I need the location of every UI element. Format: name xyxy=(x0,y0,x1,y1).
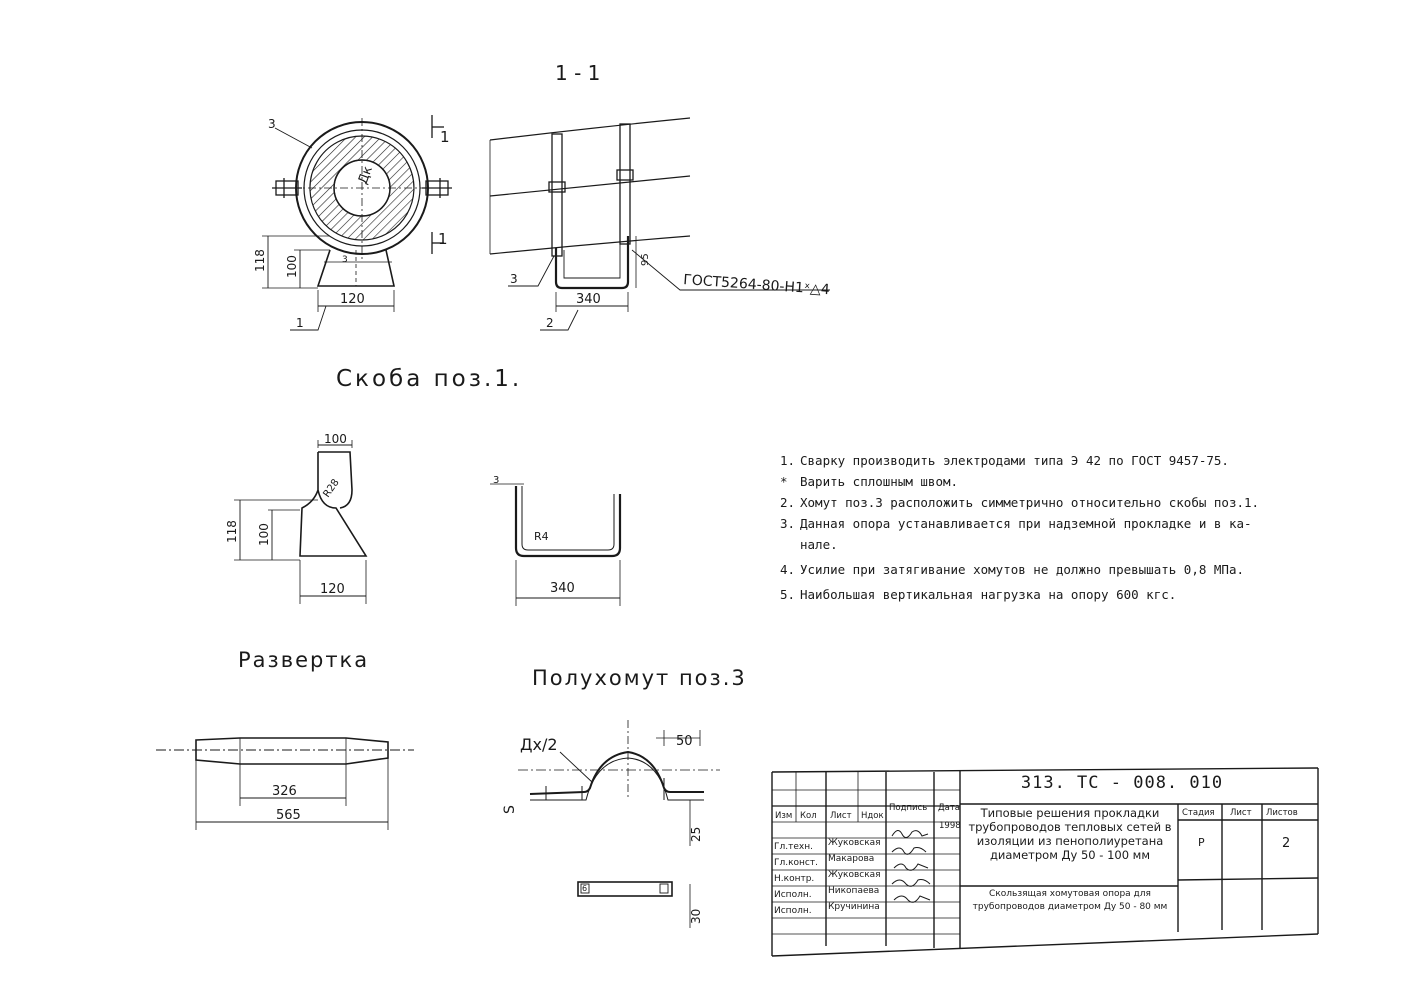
dim-3-clamp: 3 xyxy=(493,475,499,486)
caption-development: Развертка xyxy=(238,648,369,672)
note-number: 1. xyxy=(780,453,796,468)
note-text: Хомут поз.3 расположить симметрично отно… xyxy=(800,495,1260,510)
dim-118-dev: 118 xyxy=(225,520,239,543)
caption-half-clamp: Полухомут поз.3 xyxy=(532,666,747,690)
pipe-side-view: 340 95 3 2 ГОСТ5264-80-Н1ˣ△4 xyxy=(489,117,831,331)
dim-340-side: 340 xyxy=(576,292,601,307)
role-2: Гл.конст. xyxy=(774,858,818,868)
name-3: Жуковская xyxy=(828,870,881,880)
listov-value: 2 xyxy=(1282,836,1291,851)
dim-100-dev: 100 xyxy=(257,523,271,546)
note-line: 2. Хомут поз.3 расположить симметрично от… xyxy=(780,492,1300,513)
role-5: Исполн. xyxy=(774,906,812,916)
note-number: 3. xyxy=(780,516,796,531)
document-subtitle: Скользящая хомутовая опора для трубопров… xyxy=(972,889,1168,912)
gost-weld-label: ГОСТ5264-80-Н1ˣ△4 xyxy=(683,272,831,298)
dim-r4: R4 xyxy=(534,530,549,543)
pipe-front-view: Дк 1 1 118 100 120 3 xyxy=(253,115,452,331)
dim-25: 25 xyxy=(689,827,703,842)
header-kol: Кол xyxy=(800,811,817,821)
document-code: 313. ТС - 008. 010 xyxy=(1020,773,1224,793)
pipe-diameter-label: Дк xyxy=(356,164,376,186)
note-line: * Варить сплошным швом. xyxy=(780,471,1300,492)
role-3: Н.контр. xyxy=(774,874,815,884)
header-podpis: Подпись xyxy=(889,803,928,813)
note-number: 5. xyxy=(780,587,796,602)
dim-3-front: 3 xyxy=(342,255,348,265)
note-text: Данная опора устанавливается при надземн… xyxy=(800,516,1252,531)
name-2: Макарова xyxy=(828,854,875,864)
header-stadiya: Стадия xyxy=(1182,808,1215,818)
header-data: Дата xyxy=(938,803,961,813)
dim-565: 565 xyxy=(276,808,301,823)
dim-95-side: 95 xyxy=(640,253,651,266)
note-line: нале. xyxy=(780,534,1300,555)
header-list: Лист xyxy=(830,811,852,821)
header-listov: Листов xyxy=(1266,808,1298,818)
name-1: Жуковская xyxy=(828,838,881,848)
dim-340-clamp: 340 xyxy=(550,581,575,596)
arch-clamp-profile: Дх/2 50 25 S xyxy=(502,720,720,846)
caption-bracket: Скоба поз.1. xyxy=(336,366,522,392)
name-5: Кручинина xyxy=(828,902,880,912)
title-block-frame xyxy=(771,767,1319,957)
development-strip: 326 565 xyxy=(156,737,414,830)
dim-100-front: 100 xyxy=(285,255,299,278)
signatures xyxy=(891,830,931,903)
dim-30: 30 xyxy=(689,909,703,924)
note-text: нале. xyxy=(800,537,838,552)
dim-100-top: 100 xyxy=(324,432,347,446)
bracket-development: 100 R28 118 100 120 xyxy=(225,432,368,604)
dim-50: 50 xyxy=(676,734,693,749)
dim-120-dev: 120 xyxy=(320,582,345,597)
dim-118-front: 118 xyxy=(253,249,267,272)
role-4: Исполн. xyxy=(774,890,812,900)
dim-6: 6 xyxy=(582,884,587,893)
note-number: 2. xyxy=(780,495,796,510)
dim-r28: R28 xyxy=(321,477,341,499)
note-text: Усилие при затягивание хомутов не должно… xyxy=(800,562,1245,577)
dx2-label: Дх/2 xyxy=(520,735,558,754)
section-label: 1 - 1 xyxy=(555,61,600,85)
name-4: Никопаева xyxy=(828,886,880,896)
dim-s: S xyxy=(502,805,518,814)
header-izm: Изм xyxy=(775,811,793,821)
note-text: Сварку производить электродами типа Э 42… xyxy=(800,453,1229,468)
section-mark-bottom: 1 xyxy=(438,230,448,248)
stadiya-value: Р xyxy=(1198,836,1205,849)
note-number: * xyxy=(780,474,788,489)
dim-326: 326 xyxy=(272,784,297,799)
header-list2: Лист xyxy=(1230,808,1252,818)
document-description: Типовые решения прокладки трубопроводов … xyxy=(968,806,1172,862)
signature-5 xyxy=(893,895,931,903)
note-text: Наибольшая вертикальная нагрузка на опор… xyxy=(800,587,1177,602)
note-line: 3. Данная опора устанавливается при надзе… xyxy=(780,513,1300,534)
signature-2 xyxy=(891,847,927,855)
note-line: 5. Наибольшая вертикальная нагрузка на оп… xyxy=(780,584,1300,605)
signature-1 xyxy=(891,830,929,838)
half-clamp-profile: 3 R4 340 xyxy=(490,475,622,606)
note-line: 4. Усилие при затягивание хомутов не долж… xyxy=(780,559,1300,580)
pos-1-label: 1 xyxy=(296,316,304,330)
signature-4 xyxy=(891,879,931,887)
signature-3 xyxy=(893,863,929,871)
pos-3-label: 3 xyxy=(268,117,276,131)
section-mark-top: 1 xyxy=(440,128,450,146)
year: 1998 xyxy=(939,821,961,831)
note-number: 4. xyxy=(780,562,796,577)
general-notes: 1. Сварку производить электродами типа Э … xyxy=(780,450,1300,605)
note-text: Варить сплошным швом. xyxy=(800,474,959,489)
role-1: Гл.техн. xyxy=(774,842,813,852)
header-ndok: Ндок xyxy=(861,811,884,821)
dim-120-front: 120 xyxy=(340,292,365,307)
pos-3-side-label: 3 xyxy=(510,272,518,286)
flat-bar: 6 30 xyxy=(577,881,703,928)
note-line: 1. Сварку производить электродами типа Э … xyxy=(780,450,1300,471)
pos-2-label: 2 xyxy=(546,316,554,330)
